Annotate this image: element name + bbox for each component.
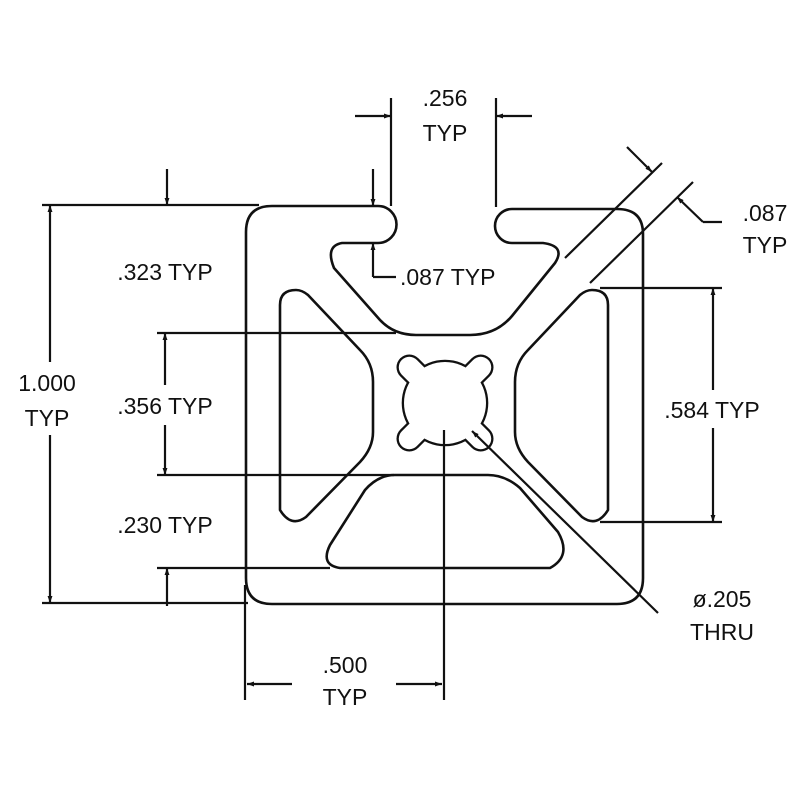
diagonal-web-suffix: TYP (743, 232, 788, 258)
dim-top-wall: .323 TYP (42, 169, 376, 285)
dim-diagonal-web: .087 TYP (564, 146, 788, 284)
dim-slot-width: .256 TYP (355, 85, 532, 207)
half-width-suffix: TYP (323, 684, 368, 710)
dim-half-width: .500 TYP (243, 430, 446, 710)
slot-width-value: .256 (423, 85, 468, 111)
bottom-pocket (325, 473, 565, 570)
center-hole-value: ø.205 (693, 586, 752, 612)
slot-lip-label: .087 TYP (400, 264, 495, 290)
overall-suffix: TYP (25, 405, 70, 431)
right-pocket (513, 288, 610, 523)
center-hole (396, 354, 494, 452)
diagonal-web-value: .087 (743, 200, 788, 226)
center-web-label: .356 TYP (117, 393, 212, 419)
center-hole-suffix: THRU (690, 619, 754, 645)
pocket-height-label: .584 TYP (664, 397, 759, 423)
top-wall-label: .323 TYP (117, 259, 212, 285)
dim-slot-lip: .087 TYP (370, 243, 495, 290)
profile-outline (244, 204, 645, 606)
left-pocket (278, 288, 375, 523)
dim-overall: 1.000 TYP (18, 205, 248, 605)
dim-center-web: .356 TYP (117, 331, 396, 477)
half-width-value: .500 (323, 652, 368, 678)
dim-bottom-wall: .230 TYP (117, 512, 330, 606)
dim-center-hole: ø.205 THRU (471, 430, 754, 645)
dim-pocket-height: .584 TYP (600, 286, 760, 524)
slot-width-suffix: TYP (423, 120, 468, 146)
overall-value: 1.000 (18, 370, 76, 396)
bottom-wall-label: .230 TYP (117, 512, 212, 538)
